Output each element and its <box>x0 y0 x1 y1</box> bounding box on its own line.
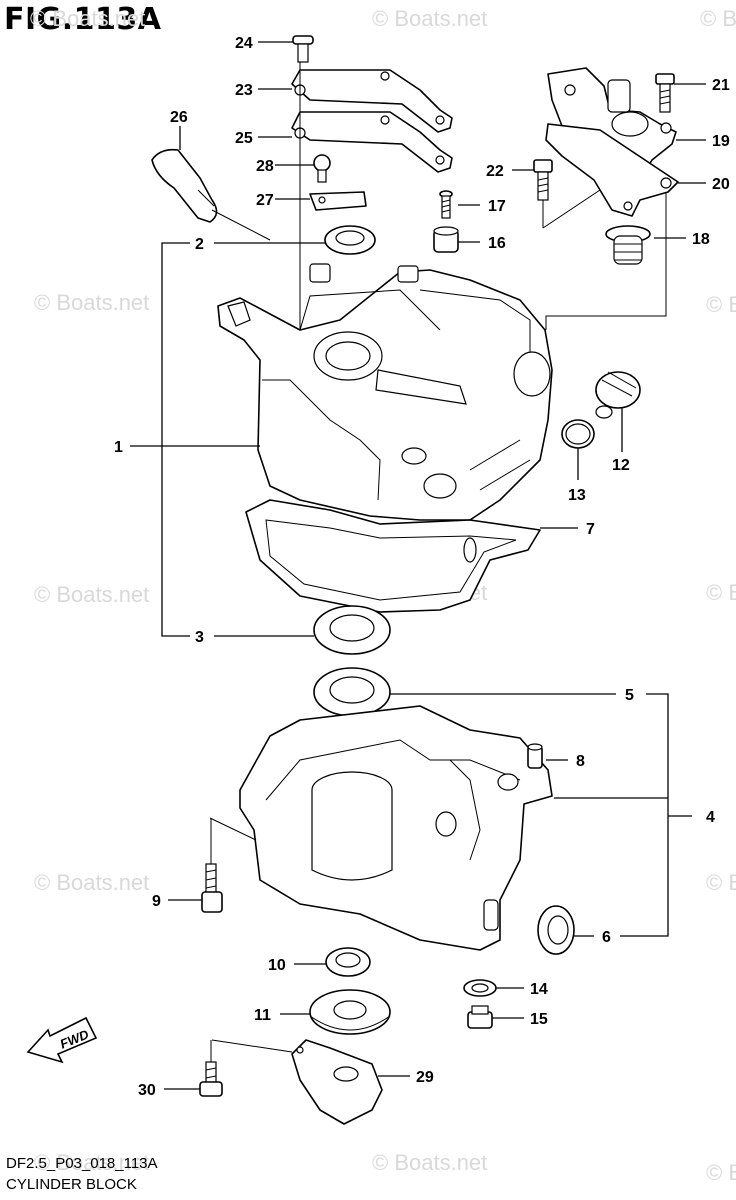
part-28-screw[interactable] <box>313 154 331 183</box>
watermark: © Boats.net <box>372 6 488 31</box>
part-29-cover[interactable] <box>211 1039 383 1125</box>
part-4-crankcase[interactable] <box>209 705 553 951</box>
callout-13: 13 <box>568 487 586 504</box>
leader-lines <box>130 41 706 1090</box>
part-9-bolt[interactable] <box>201 818 223 913</box>
part-5-bearing[interactable] <box>313 667 391 717</box>
part-30-bolt[interactable] <box>199 1040 223 1097</box>
figure-code: DF2.5_P03_018_113A <box>6 1155 158 1172</box>
callout-12: 12 <box>612 457 630 474</box>
part-7-gasket[interactable] <box>245 499 541 613</box>
callout-24: 24 <box>235 35 253 52</box>
watermark: © Boats.net <box>372 1150 488 1175</box>
callout-16: 16 <box>488 235 506 252</box>
part-22-bolt[interactable] <box>533 159 601 229</box>
callout-9: 9 <box>152 893 161 910</box>
watermark: © Boats.net <box>34 290 150 315</box>
watermark: © Boats.net <box>34 582 150 607</box>
figure-title: FIG.113A <box>4 2 162 37</box>
part-14-washer[interactable] <box>463 979 497 997</box>
part-12-plug[interactable] <box>595 371 641 419</box>
callout-17: 17 <box>488 198 506 215</box>
part-20-gasket[interactable] <box>545 123 679 217</box>
callout-27: 27 <box>256 192 274 209</box>
watermark: © Boats.net <box>34 870 150 895</box>
part-27-clip[interactable] <box>309 191 367 211</box>
callout-labels: 24 23 25 26 28 27 2 1 3 17 16 18 21 19 2… <box>114 35 730 1099</box>
part-6-oil-seal[interactable] <box>537 905 575 955</box>
callout-22: 22 <box>486 163 504 180</box>
callout-6: 6 <box>602 929 611 946</box>
callout-23: 23 <box>235 82 253 99</box>
callout-18: 18 <box>692 231 710 248</box>
callout-3: 3 <box>195 629 204 646</box>
callout-21: 21 <box>712 77 730 94</box>
callout-26: 26 <box>170 109 188 126</box>
part-23-cover-plate[interactable] <box>291 69 453 133</box>
callout-19: 19 <box>712 133 730 150</box>
part-10-oil-seal[interactable] <box>325 947 371 977</box>
callout-8: 8 <box>576 753 585 770</box>
callout-30: 30 <box>138 1082 156 1099</box>
part-15-drain-plug[interactable] <box>467 1005 493 1029</box>
callout-7: 7 <box>586 521 595 538</box>
callout-4: 4 <box>706 809 715 826</box>
watermark: © Boats.net <box>30 6 146 31</box>
callout-20: 20 <box>712 176 730 193</box>
callout-25: 25 <box>235 130 253 147</box>
part-21-bolt[interactable] <box>655 73 675 113</box>
watermark: © Boats.net <box>706 870 736 895</box>
callout-29: 29 <box>416 1069 434 1086</box>
watermark: © Boats.net <box>700 6 736 31</box>
part-1-cylinder-block[interactable] <box>217 263 553 521</box>
watermark: © Boats.net <box>706 580 736 605</box>
part-17-screw[interactable] <box>439 190 453 219</box>
callout-10: 10 <box>268 957 286 974</box>
callout-11: 11 <box>254 1007 271 1024</box>
forward-direction-arrow: FWD <box>26 1016 98 1064</box>
part-11-seal-housing[interactable] <box>309 989 391 1035</box>
callout-28: 28 <box>256 158 274 175</box>
watermark: © Boats.net <box>706 1160 736 1185</box>
callout-5: 5 <box>625 687 634 704</box>
part-26-hose[interactable] <box>151 148 271 241</box>
figure-name: CYLINDER BLOCK <box>6 1176 137 1193</box>
part-2-oil-seal[interactable] <box>324 225 376 255</box>
part-24-bolt[interactable] <box>292 35 314 63</box>
part-13-o-ring[interactable] <box>561 419 595 449</box>
watermark: © Boats.net <box>706 292 736 317</box>
part-8-dowel[interactable] <box>527 743 543 769</box>
part-16-dowel[interactable] <box>433 226 459 253</box>
callout-15: 15 <box>530 1011 548 1028</box>
callout-2: 2 <box>195 236 204 253</box>
part-3-bearing[interactable] <box>313 605 391 655</box>
callout-1: 1 <box>114 439 123 456</box>
part-18-thermostat[interactable] <box>605 225 651 265</box>
callout-14: 14 <box>530 981 548 998</box>
watermark: © Boats.net <box>34 1150 150 1175</box>
